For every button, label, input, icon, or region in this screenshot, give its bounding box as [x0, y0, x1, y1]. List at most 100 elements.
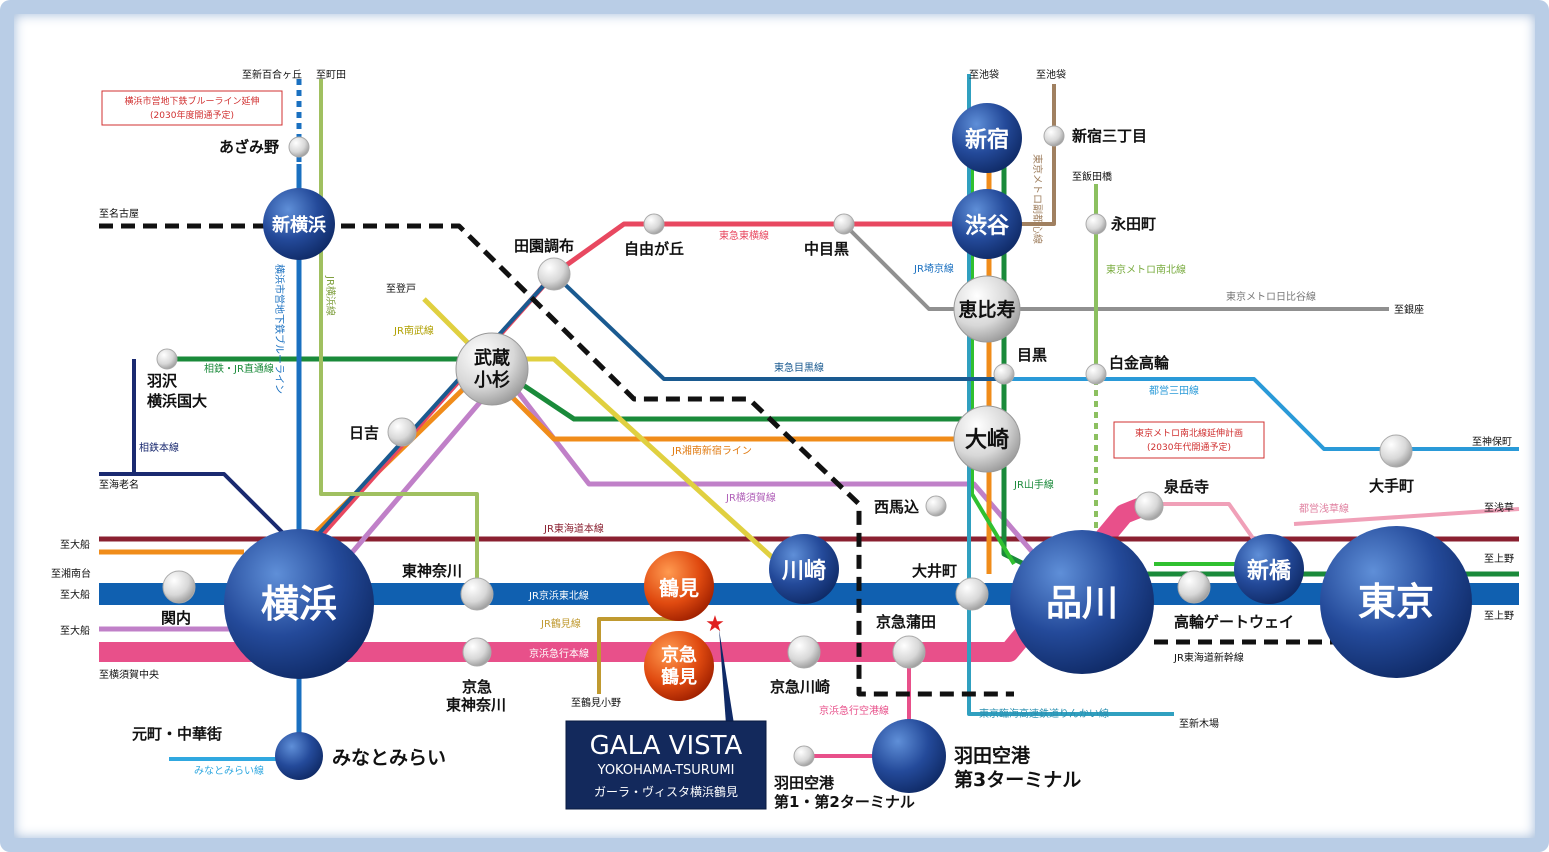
- station-shibuya: [952, 189, 1022, 259]
- note-namboku-ext-2: (2030年代開通予定): [1147, 441, 1231, 453]
- dir-ueno2: 至上野: [1484, 610, 1514, 622]
- property-marker: ★ GALA VISTA YOKOHAMA-TSURUMI ガーラ・ヴィスタ横浜…: [565, 612, 767, 810]
- station-dot-keikyu-hk: [462, 637, 492, 667]
- label-takanawa: 高輪ゲートウェイ: [1174, 613, 1294, 631]
- note-blue-extension: 横浜市営地下鉄ブルーライン延伸 (2030年度開通予定): [101, 90, 283, 126]
- dir-shinkiba: 至新木場: [1179, 717, 1219, 730]
- line-label-shinkansen: JR東海道新幹線: [1173, 651, 1244, 664]
- station-musashikosugi: [455, 332, 529, 406]
- line-label-rinkai: 東京臨海高速鉄道りんかい線: [979, 707, 1109, 720]
- label-haneda12-2: 第1・第2ターミナル: [774, 793, 915, 811]
- label-motomachi: 元町・中華街: [132, 725, 222, 743]
- label-haneda12-1: 羽田空港: [774, 774, 835, 792]
- label-kannai: 関内: [161, 609, 191, 627]
- line-label-sotetsu: 相鉄本線: [139, 441, 179, 454]
- label-nishimagome: 西馬込: [874, 498, 919, 516]
- label-azamino: あざみ野: [219, 138, 279, 156]
- note-namboku-extension: 東京メトロ南北線延伸計画 (2030年代開通予定): [1113, 421, 1265, 459]
- line-label-yokohama: JR横浜線: [324, 275, 337, 316]
- asakusa-line: [1149, 502, 1520, 556]
- station-dot-hazawa: [156, 348, 178, 370]
- station-minatomirai: [275, 732, 323, 780]
- station-haneda3: [872, 719, 946, 793]
- shinkansen-line: [99, 223, 1014, 697]
- label-meguro: 目黒: [1017, 346, 1047, 364]
- station-dot-keikyu-kamata: [892, 635, 926, 669]
- hibiya-line: [842, 222, 1389, 311]
- station-tokyo: [1320, 526, 1472, 678]
- tsurumi-line: [597, 617, 679, 694]
- property-box: [565, 720, 767, 810]
- line-label-asakusa: 都営浅草線: [1299, 502, 1349, 515]
- station-dot-shinjuku3: [1043, 125, 1065, 147]
- major-labels: 横浜 品川 東京 新宿 渋谷 恵比寿 大崎 新横浜 武蔵 小杉 川崎 新橋 みな…: [261, 127, 1434, 791]
- station-dot-jiyugaoka: [643, 213, 665, 235]
- label-minatomirai: みなとみらい: [332, 747, 446, 769]
- station-shinagawa: [1010, 530, 1154, 674]
- label-shinjuku: 新宿: [965, 127, 1009, 153]
- label-nagatacho: 永田町: [1110, 215, 1156, 233]
- line-label-hibiya: 東京メトロ日比谷線: [1226, 290, 1316, 303]
- line-label-sotetsu-jr: 相鉄・JR直通線: [204, 362, 274, 375]
- station-dot-nagatacho: [1085, 213, 1107, 235]
- line-label-nanbu: JR南武線: [393, 324, 434, 337]
- station-dot-meguro: [993, 363, 1015, 385]
- station-dot-higashikanagawa: [460, 577, 494, 611]
- station-labels: あざみ野 田園調布 自由が丘 中目黒 新宿三丁目 永田町 日吉 羽沢 横浜国大 …: [132, 127, 1414, 811]
- property-name: GALA VISTA: [590, 731, 743, 761]
- label-tokyo: 東京: [1358, 580, 1434, 624]
- station-dot-keikyu-kawasaki: [787, 635, 821, 669]
- line-label-blue: 横浜市営地下鉄ブルーライン: [273, 264, 286, 394]
- label-kawasaki: 川崎: [781, 559, 826, 584]
- yamanote-line: [970, 134, 1244, 566]
- dir-jimbocho: 至神保町: [1472, 435, 1512, 448]
- station-dot-denenchofu: [537, 257, 571, 291]
- minor-stations: [156, 125, 1413, 767]
- dir-iidabashi: 至飯田橋: [1072, 170, 1112, 183]
- line-labels: JR京浜東北線 京浜急行本線 JR東海道本線 JR横須賀線 JR南武線 東急東横…: [139, 154, 1349, 777]
- dir-shinyurigaoka: 至新百合ヶ丘: [242, 68, 302, 81]
- label-keikyu-tsurumi-2: 鶴見: [661, 666, 697, 688]
- dir-shonandai: 至湘南台: [51, 567, 91, 580]
- label-shinyokohama: 新横浜: [272, 214, 326, 236]
- label-shinagawa: 品川: [1046, 583, 1118, 624]
- line-label-namboku: 東京メトロ南北線: [1106, 263, 1186, 276]
- label-ebisu: 恵比寿: [958, 298, 1015, 321]
- line-label-meguro: 東急目黒線: [774, 361, 824, 374]
- label-denenchofu: 田園調布: [514, 237, 574, 255]
- station-keikyu-tsurumi: [644, 631, 714, 701]
- dir-noborito: 至登戸: [386, 282, 416, 295]
- station-kawasaki: [769, 534, 839, 604]
- line-label-tokaido: JR東海道本線: [543, 522, 604, 535]
- dir-asakusa: 至浅草: [1484, 501, 1514, 514]
- station-dot-kannai: [162, 570, 196, 604]
- station-shinyokohama: [263, 188, 335, 260]
- note-blue-ext-1: 横浜市営地下鉄ブルーライン延伸: [124, 95, 259, 107]
- station-dot-shirokane: [1085, 363, 1107, 385]
- line-label-toyoko: 東急東横線: [719, 229, 769, 242]
- dir-ikebukuro2: 至池袋: [1036, 68, 1066, 81]
- station-yokohama: [224, 529, 374, 679]
- label-otemachi: 大手町: [1369, 477, 1414, 495]
- station-dot-takanawa: [1177, 570, 1211, 604]
- direction-labels: 至新百合ヶ丘 至町田 至名古屋 至登戸 至海老名 至大船 至湘南台 至大船 至大…: [51, 68, 1514, 730]
- line-label-minatomirai: みなとみらい線: [194, 764, 264, 777]
- dir-machida: 至町田: [316, 69, 346, 81]
- station-dot-oimachi: [955, 577, 989, 611]
- station-dot-nishimagome: [925, 495, 947, 517]
- label-nakameguro: 中目黒: [804, 240, 849, 258]
- label-musashikosugi-2: 小杉: [474, 369, 510, 391]
- mita-line: [1004, 377, 1519, 451]
- line-label-yokosuka: JR横須賀線: [725, 491, 776, 504]
- label-keikyu-tsurumi-1: 京急: [661, 644, 697, 666]
- yokosuka-line: [99, 371, 1036, 632]
- property-star: ★: [705, 612, 725, 637]
- station-dot-otemachi: [1379, 434, 1413, 468]
- dir-yokosukachuo: 至横須賀中央: [99, 668, 159, 681]
- label-haneda3-2: 第3ターミナル: [954, 768, 1081, 791]
- dir-ginza: 至銀座: [1394, 303, 1424, 316]
- dir-ofuna1: 至大船: [60, 538, 90, 551]
- label-yokohama: 横浜: [261, 582, 337, 626]
- line-label-shonan: JR湘南新宿ライン: [671, 444, 752, 457]
- station-dot-azamino: [288, 136, 310, 158]
